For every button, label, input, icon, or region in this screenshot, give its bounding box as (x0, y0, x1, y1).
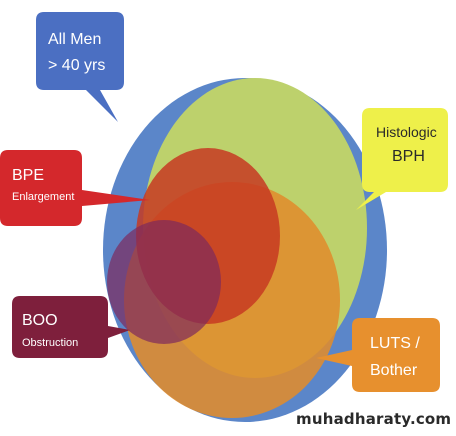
all-men-line2: > 40 yrs (48, 57, 105, 74)
callout-histologic-bph: Histologic BPH (356, 108, 448, 210)
all-men-line1: All Men (48, 31, 101, 48)
luts-line1: LUTS / (370, 335, 420, 352)
histologic-line1: Histologic (376, 124, 437, 140)
callout-all-men: All Men > 40 yrs (36, 12, 124, 122)
watermark-text: muhadharaty.com (296, 410, 452, 428)
bpe-line1: BPE (12, 167, 44, 184)
callout-boo: BOO Obstruction (12, 296, 130, 358)
bpe-line2: Enlargement (12, 191, 74, 203)
luts-line2: Bother (370, 362, 418, 379)
boo-ellipse (107, 220, 221, 344)
boo-line1: BOO (22, 312, 58, 329)
callout-bpe: BPE Enlargement (0, 150, 150, 226)
histologic-line2: BPH (392, 148, 425, 165)
boo-line2: Obstruction (22, 337, 78, 349)
callout-luts: LUTS / Bother (316, 318, 440, 392)
